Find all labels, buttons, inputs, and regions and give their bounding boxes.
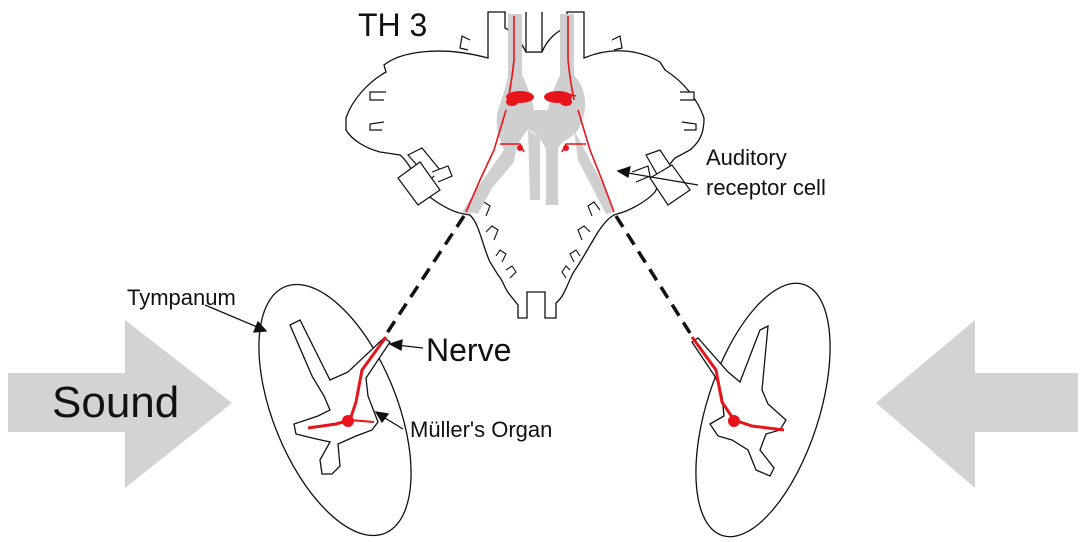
nerve-dashed-right [616,216,690,333]
label-receptor-line2: receptor cell [706,175,826,200]
ear-left [228,263,443,542]
nerve-stub [680,92,694,100]
label-nerve: Nerve [426,332,511,368]
nerve-dashed-left [387,216,464,333]
label-mullers-organ: Müller's Organ [410,417,552,442]
nerve-stub [460,36,470,50]
nerve-stub [370,122,384,130]
label-receptor-line1: Auditory [706,145,787,170]
label-sound: Sound [52,378,179,427]
ear-right [669,267,857,542]
sound-arrow-right [876,320,1078,488]
receptor-soma-right [728,415,740,427]
label-tympanum: Tympanum [127,285,236,310]
nerve-stub [682,122,696,130]
nerve-stub [370,92,386,100]
receptor-soma-left [342,415,354,427]
label-ganglion: TH 3 [358,7,427,43]
nerve-stub [612,36,622,50]
